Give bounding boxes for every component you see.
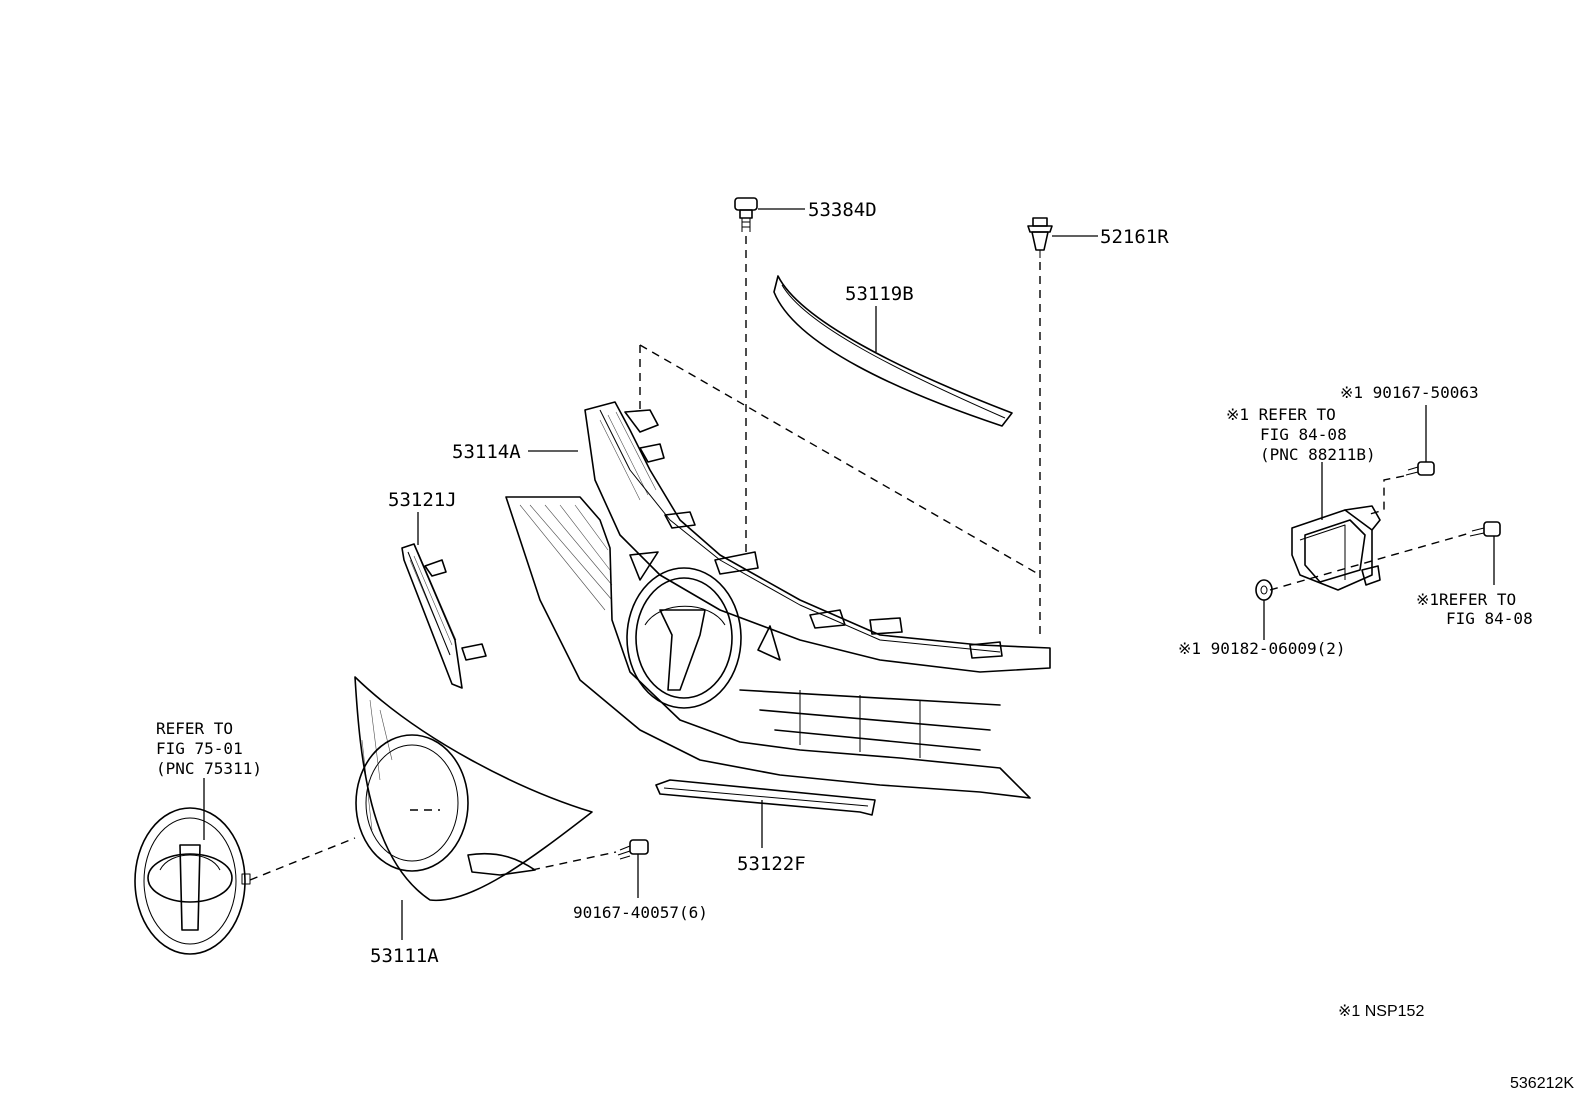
- bolt-right-ref-line1: ※1REFER TO: [1416, 590, 1516, 609]
- sensor-assembly-icon: [1291, 505, 1381, 591]
- figure-code: 536212K: [1510, 1075, 1574, 1092]
- nut-90182-06009-icon: [1255, 579, 1273, 601]
- clip-52161R-icon: [1027, 217, 1053, 258]
- bracket-53121J-icon: [401, 543, 487, 689]
- sensor-ref-line2: FIG 84-08: [1260, 425, 1347, 444]
- bolt-right-icon: [1469, 521, 1501, 537]
- bolt-right-ref-line2: FIG 84-08: [1446, 609, 1533, 628]
- label-bolt-90167-50063: ※1 90167-50063: [1340, 383, 1479, 402]
- emblem-icon: [134, 807, 251, 955]
- label-53384D: 53384D: [808, 199, 877, 221]
- screw-90167-40057-icon: [617, 839, 649, 860]
- emblem-ref-line2: FIG 75-01: [156, 739, 243, 758]
- label-52161R: 52161R: [1100, 226, 1169, 248]
- label-53111A: 53111A: [370, 945, 439, 967]
- footnote: ※1 NSP152: [1338, 1003, 1424, 1020]
- sensor-ref-line1: ※1 REFER TO: [1226, 405, 1336, 424]
- moulding-53119B-icon: [773, 275, 1013, 427]
- label-53122F: 53122F: [737, 853, 806, 875]
- label-90167-40057: 90167-40057(6): [573, 903, 708, 922]
- label-53121J: 53121J: [388, 489, 457, 511]
- emblem-ref-line3: (PNC 75311): [156, 759, 262, 778]
- bolt-90167-50063-icon: [1405, 461, 1435, 476]
- label-53119B: 53119B: [845, 283, 914, 305]
- strip-53122F-icon: [655, 779, 876, 816]
- sensor-ref-line3: (PNC 88211B): [1260, 445, 1376, 464]
- cover-53111A-icon: [354, 676, 593, 902]
- label-53114A: 53114A: [452, 441, 521, 463]
- emblem-ref-line1: REFER TO: [156, 719, 233, 738]
- clip-53384D-icon: [734, 197, 758, 232]
- grille-53114A-icon: [505, 401, 1051, 799]
- label-nut-90182-06009: ※1 90182-06009(2): [1178, 639, 1346, 658]
